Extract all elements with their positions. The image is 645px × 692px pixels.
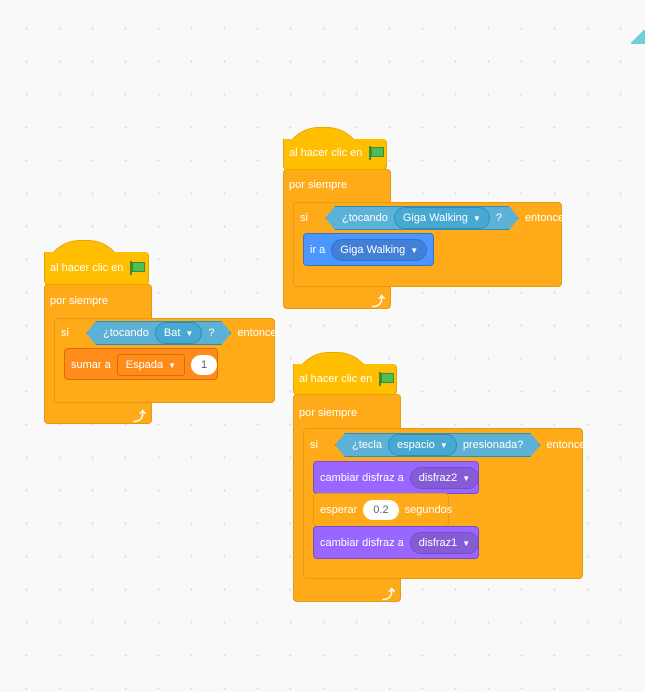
- hat-label: al hacer clic en: [299, 373, 373, 385]
- forever-label: por siempre: [299, 407, 358, 419]
- then-label: entonces: [524, 212, 570, 224]
- key-pressed-condition[interactable]: ¿tecla espacio ▼ presionada?: [335, 433, 540, 457]
- loop-arrow-icon: ⤴: [133, 409, 147, 424]
- dropdown-value: espacio: [396, 439, 435, 451]
- dropdown-value: disfraz1: [418, 537, 458, 549]
- forever-label: por siempre: [50, 295, 109, 307]
- chevron-down-icon: ▼: [462, 473, 471, 483]
- workspace-corner-icon: [631, 30, 645, 44]
- chevron-down-icon: ▼: [168, 360, 176, 370]
- block-label: cambiar disfraz a: [320, 537, 404, 549]
- chevron-down-icon: ▼: [439, 440, 448, 450]
- hat-label: al hacer clic en: [289, 147, 363, 159]
- costume-dropdown[interactable]: disfraz1 ▼: [409, 532, 480, 554]
- chevron-down-icon: ▼: [185, 328, 194, 338]
- green-flag-icon: [129, 261, 146, 275]
- block-label: ir a: [310, 244, 326, 256]
- costume-dropdown[interactable]: disfraz2 ▼: [409, 467, 480, 489]
- variable-dropdown[interactable]: Espada ▼: [116, 354, 185, 376]
- condition-label: ¿tecla: [352, 439, 382, 451]
- condition-label: ¿tocando: [103, 327, 149, 339]
- condition-suffix: ?: [208, 327, 215, 339]
- then-label: entonces: [546, 439, 592, 451]
- forever-label: por siempre: [289, 179, 348, 191]
- block-label: cambiar disfraz a: [320, 472, 404, 484]
- if-label: si: [310, 439, 318, 451]
- loop-arrow-icon: ⤴: [382, 587, 396, 602]
- dropdown-value: disfraz2: [418, 472, 458, 484]
- green-flag-icon: [378, 372, 395, 386]
- condition-suffix: ?: [495, 212, 502, 224]
- chevron-down-icon: ▼: [472, 213, 481, 223]
- touching-dropdown[interactable]: Giga Walking ▼: [394, 207, 490, 229]
- if-label: si: [300, 212, 308, 224]
- dropdown-value: Bat: [163, 327, 181, 339]
- condition-suffix: presionada?: [462, 439, 524, 451]
- then-label: entonces: [237, 327, 283, 339]
- dropdown-value: Giga Walking: [340, 244, 406, 256]
- chevron-down-icon: ▼: [462, 538, 471, 548]
- value-input[interactable]: 1: [190, 355, 218, 375]
- loop-arrow-icon: ⤴: [372, 294, 386, 309]
- condition-label: ¿tocando: [342, 212, 388, 224]
- go-to-dropdown[interactable]: Giga Walking ▼: [331, 239, 428, 261]
- wait-seconds-input[interactable]: 0.2: [363, 500, 399, 520]
- dropdown-value: Giga Walking: [402, 212, 468, 224]
- dropdown-value: Espada: [125, 359, 164, 371]
- chevron-down-icon: ▼: [410, 245, 419, 255]
- touching-condition[interactable]: ¿tocando Giga Walking ▼?: [325, 206, 519, 230]
- green-flag-icon: [368, 146, 385, 160]
- touching-dropdown[interactable]: Bat ▼: [155, 322, 202, 344]
- key-dropdown[interactable]: espacio ▼: [388, 434, 457, 456]
- block-label: sumar a: [71, 359, 111, 371]
- hat-label: al hacer clic en: [50, 262, 124, 274]
- if-label: si: [61, 327, 69, 339]
- block-suffix: segundos: [404, 504, 453, 516]
- touching-condition[interactable]: ¿tocando Bat ▼?: [86, 321, 231, 345]
- block-label: esperar: [320, 504, 358, 516]
